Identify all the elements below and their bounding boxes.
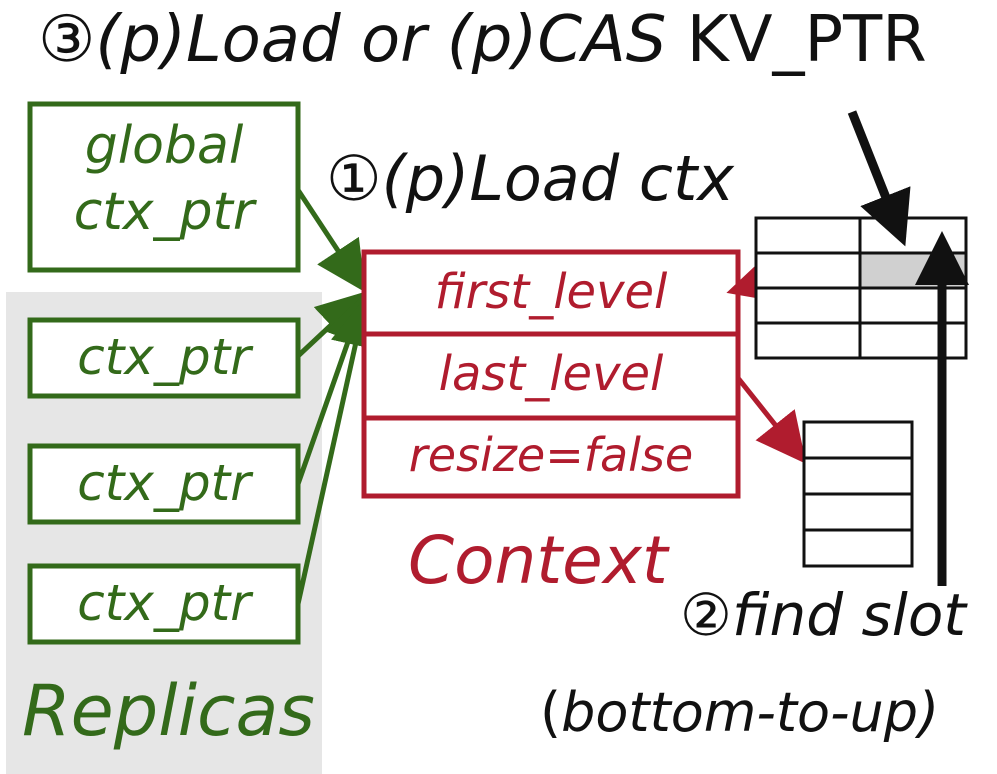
arrow-replica3-to-context	[295, 296, 380, 605]
context-field-last-level: last_level	[438, 346, 664, 402]
context-field-resize: resize=false	[408, 428, 694, 482]
first-level-table	[754, 216, 968, 360]
replica-label-1: ctx_ptr	[77, 328, 251, 386]
context-field-first-level: first_level	[434, 264, 668, 320]
kv-ptr-label: KV_PTR	[686, 3, 927, 77]
step2-number: ②	[680, 581, 732, 649]
replica-box-2	[27, 443, 301, 525]
context-label: Context	[408, 522, 668, 599]
step1-number: ①	[326, 142, 382, 215]
replica-label-2: ctx_ptr	[77, 454, 251, 512]
step1-text: (p)Load ctx	[381, 142, 734, 215]
context-box	[361, 249, 741, 499]
global-box-line1: global	[84, 116, 244, 176]
global-box-line2: ctx_ptr	[73, 182, 255, 242]
replica-box-1	[27, 317, 301, 399]
step3-caption: ③(p)Load or (p)CAS KV_PTR	[38, 8, 927, 72]
step2-text: find slot	[732, 581, 967, 649]
arrow-global-to-context	[295, 188, 366, 293]
arrow-first-level-to-table	[726, 254, 782, 303]
step3-text: (p)Load or (p)CAS	[95, 3, 667, 77]
step2-subcaption: (bottom-to-up)	[540, 686, 939, 740]
last-level-table	[802, 420, 914, 568]
arrow-kv-ptr-to-slot	[847, 110, 911, 247]
step1-caption: ①(p)Load ctx	[326, 148, 734, 210]
step2-open-paren: (	[540, 681, 562, 744]
global-ctx-ptr-box	[27, 101, 301, 273]
arrow-last-level-to-table	[736, 376, 807, 464]
step2-subtext: bottom-to-up)	[561, 681, 940, 744]
step3-number: ③	[38, 3, 96, 77]
step2-caption: ②find slot	[680, 586, 966, 644]
replica-label-3: ctx_ptr	[77, 574, 251, 632]
highlighted-slot	[858, 251, 968, 290]
replica-box-3	[27, 563, 301, 645]
replicas-label: Replicas	[22, 670, 315, 752]
